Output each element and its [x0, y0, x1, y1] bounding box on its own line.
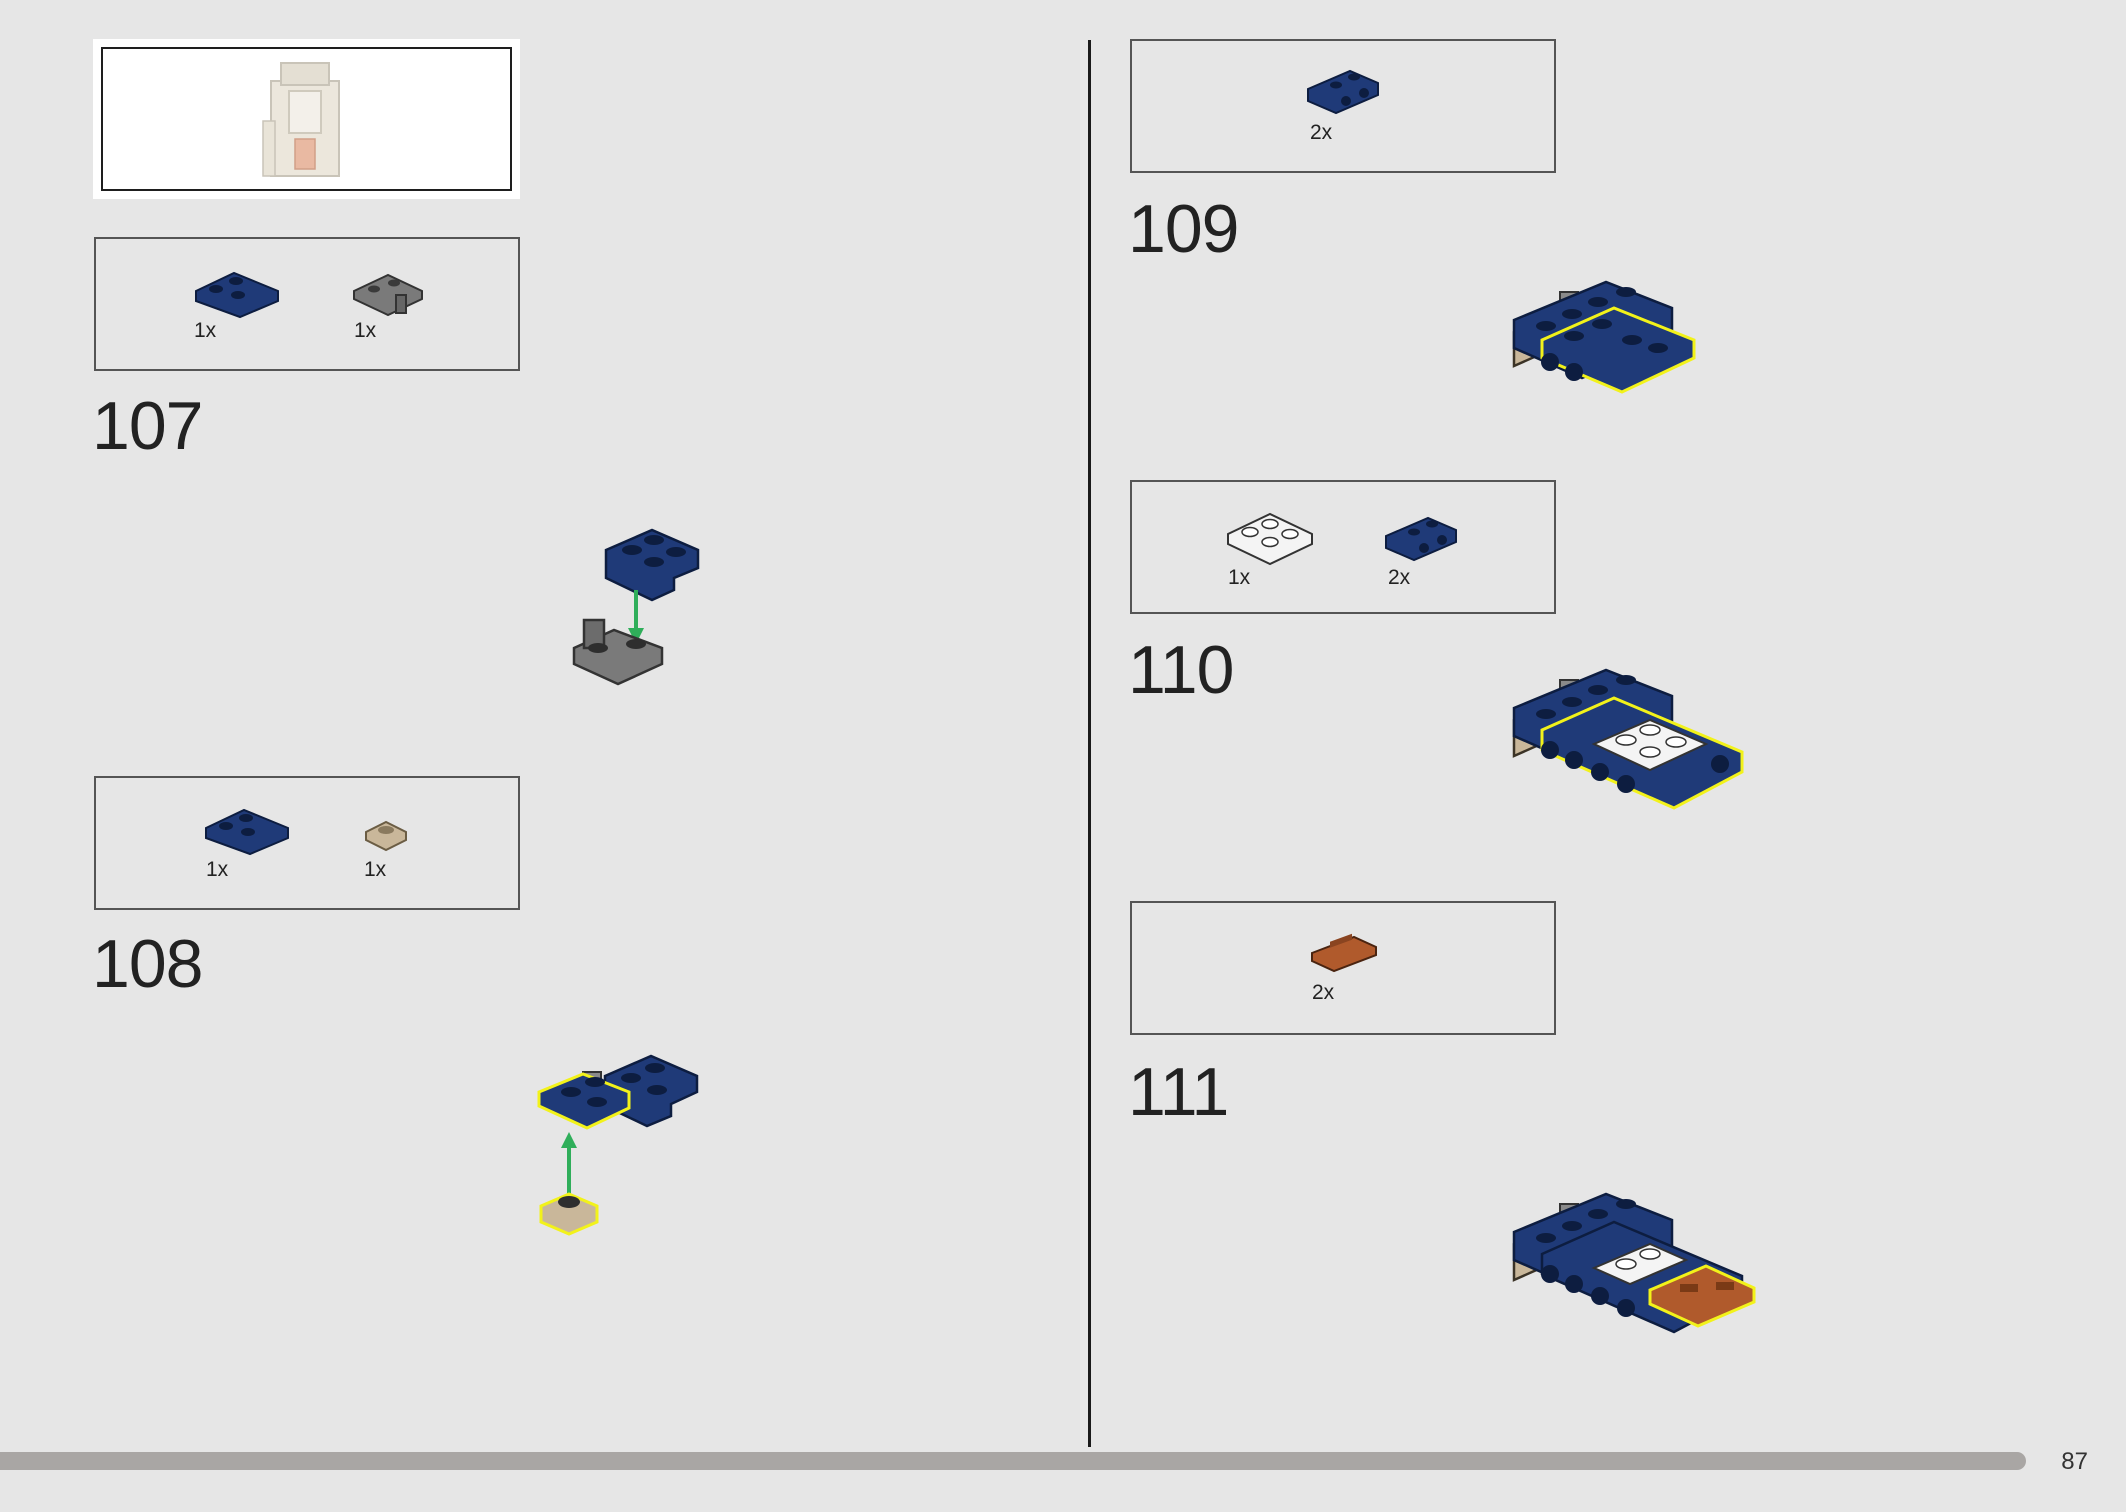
parts-callout-step-110: 1x 2x [1130, 480, 1556, 614]
qty-label: 1x [364, 858, 387, 881]
step-number-107: 107 [92, 388, 203, 464]
tan-round-plate-icon [365, 820, 407, 852]
parts-callout-step-109: 2x [1130, 39, 1556, 173]
gray-bracket-plate-icon [353, 273, 423, 317]
page-number: 87 [2061, 1448, 2088, 1475]
step-number-108: 108 [92, 926, 203, 1002]
dark-blue-corner-plate-icon [205, 808, 289, 856]
qty-label: 1x [1228, 566, 1251, 589]
step-109-illustration [1512, 280, 1696, 394]
qty-label: 1x [206, 858, 229, 881]
step-108-illustration [537, 1054, 699, 1236]
model-thumbnail [93, 39, 520, 199]
qty-label: 2x [1310, 121, 1333, 144]
model-preview-image [262, 62, 340, 177]
model-thumbnail-frame [101, 47, 512, 191]
dark-blue-plate-pins-icon [1307, 69, 1379, 115]
step-110-illustration [1512, 668, 1744, 810]
dark-blue-corner-plate-icon [195, 271, 279, 319]
step-number-111: 111 [1128, 1054, 1229, 1130]
reddish-brown-tile-icon [1311, 933, 1377, 973]
parts-callout-step-107: 1x 1x [94, 237, 520, 371]
step-number-109: 109 [1128, 191, 1239, 267]
step-number-110: 110 [1128, 632, 1234, 708]
parts-callout-step-108: 1x 1x [94, 776, 520, 910]
page-divider [1088, 40, 1091, 1447]
qty-label: 1x [354, 319, 377, 342]
parts-callout-step-111: 2x [1130, 901, 1556, 1035]
white-plate-2x2-icon [1227, 512, 1313, 566]
dark-blue-plate-pins-icon [1385, 516, 1457, 562]
progress-bar [0, 1452, 2026, 1470]
qty-label: 1x [194, 319, 217, 342]
step-111-illustration [1512, 1192, 1756, 1334]
qty-label: 2x [1312, 981, 1335, 1004]
step-107-illustration [572, 528, 700, 686]
qty-label: 2x [1388, 566, 1411, 589]
